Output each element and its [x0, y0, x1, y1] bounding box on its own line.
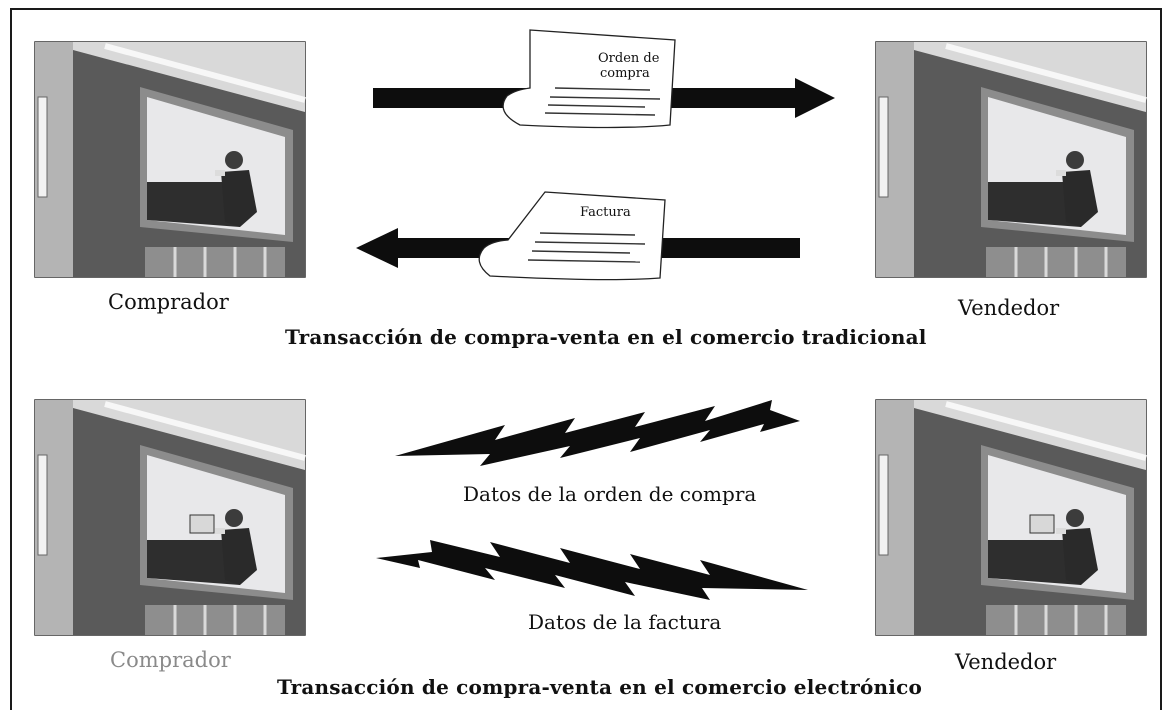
- buyer-label-electronic: Comprador: [110, 648, 231, 672]
- buyer-computer-icon: [189, 514, 215, 534]
- caption-traditional: Transacción de compra-venta en el comerc…: [285, 325, 927, 349]
- invoice-data-label: Datos de la factura: [528, 610, 722, 634]
- order-doc-line-2: compra: [600, 66, 650, 81]
- seller-label-traditional: Vendedor: [958, 296, 1060, 320]
- order-data-label: Datos de la orden de compra: [463, 482, 757, 506]
- invoice-document: Factura: [478, 191, 666, 281]
- invoice-data-lightning-arrow: [376, 540, 808, 600]
- seller-office-traditional: [876, 42, 1146, 277]
- order-data-lightning-arrow: [395, 400, 800, 466]
- seller-computer-icon: [1029, 514, 1055, 534]
- seller-office-electronic: [876, 400, 1146, 635]
- buyer-office-electronic: [35, 400, 305, 635]
- order-document: Orden de compra: [502, 29, 676, 129]
- invoice-doc-title: Factura: [580, 205, 631, 220]
- diagram-frame: [10, 8, 1162, 710]
- caption-electronic: Transacción de compra-venta en el comerc…: [277, 675, 922, 699]
- buyer-office-traditional: [35, 42, 305, 277]
- seller-label-electronic: Vendedor: [955, 650, 1057, 674]
- order-doc-line-1: Orden de: [598, 51, 660, 66]
- buyer-label-traditional: Comprador: [108, 290, 229, 314]
